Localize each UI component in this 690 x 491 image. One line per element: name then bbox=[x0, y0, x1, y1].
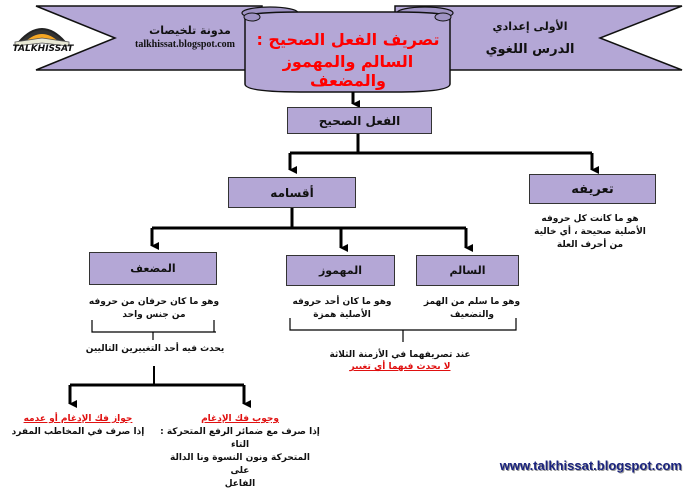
node-mahmouz: المهموز bbox=[286, 255, 395, 286]
page-title-line1: تصريف الفعل الصحيح : bbox=[256, 30, 440, 49]
node-definition: تعريفه bbox=[529, 174, 656, 204]
mahmouz-text: وهو ما كان أحد حروفه الأصلية همزة bbox=[292, 297, 392, 320]
mudaaf-text: وهو ما كان حرفان من حروفه من جنس واحد bbox=[88, 297, 220, 320]
book-logo-icon bbox=[14, 28, 70, 47]
node-mudaaf: المضعف bbox=[89, 252, 217, 285]
mudaaf-intro: يحدث فيه أحد التغييرين التاليين bbox=[85, 344, 225, 354]
node-divisions: أقسامه bbox=[228, 177, 356, 208]
lesson-subject: الدرس اللغوي bbox=[485, 42, 575, 57]
optional-title: جواز فك الإدغام أو عدمه bbox=[23, 414, 133, 424]
logo-text: TALKHISSAT bbox=[12, 44, 74, 54]
obligatory-title: وجوب فك الإدغام bbox=[201, 414, 279, 424]
salim-text: وهو ما سلم من الهمز والتضعيف bbox=[423, 297, 521, 320]
obligatory-outcome: وجوب فك الإدغام إذا صرف مع ضمائر الرفع ا… bbox=[160, 414, 320, 489]
page-title-line2: السالم والمهموز والمضعف bbox=[282, 52, 414, 90]
footer-watermark: www.talkhissat.blogspot.com bbox=[499, 458, 682, 473]
node-salim: السالم bbox=[416, 255, 519, 286]
optional-outcome: جواز فك الإدغام أو عدمه إذا صرف في المخا… bbox=[8, 413, 148, 439]
no-change-note: عند تصريفهما في الأزمنة الثلاثة لا يحدث … bbox=[305, 349, 495, 373]
left-ribbon bbox=[35, 5, 263, 71]
diagram-connectors bbox=[35, 5, 683, 408]
blog-name: مدونة تلخيصات bbox=[149, 24, 231, 37]
grade-level: الأولى إعدادي bbox=[492, 20, 568, 33]
no-change-highlight: لا يحدث فيهما أي تغيير bbox=[349, 362, 451, 372]
definition-text: هو ما كانت كل حروفه الأصلية صحيحة ، أي خ… bbox=[534, 214, 646, 250]
logo: TALKHISSAT bbox=[5, 20, 79, 54]
node-root: الفعل الصحيح bbox=[287, 107, 432, 134]
blog-url[interactable]: talkhissat.blogspot.com bbox=[134, 39, 235, 50]
